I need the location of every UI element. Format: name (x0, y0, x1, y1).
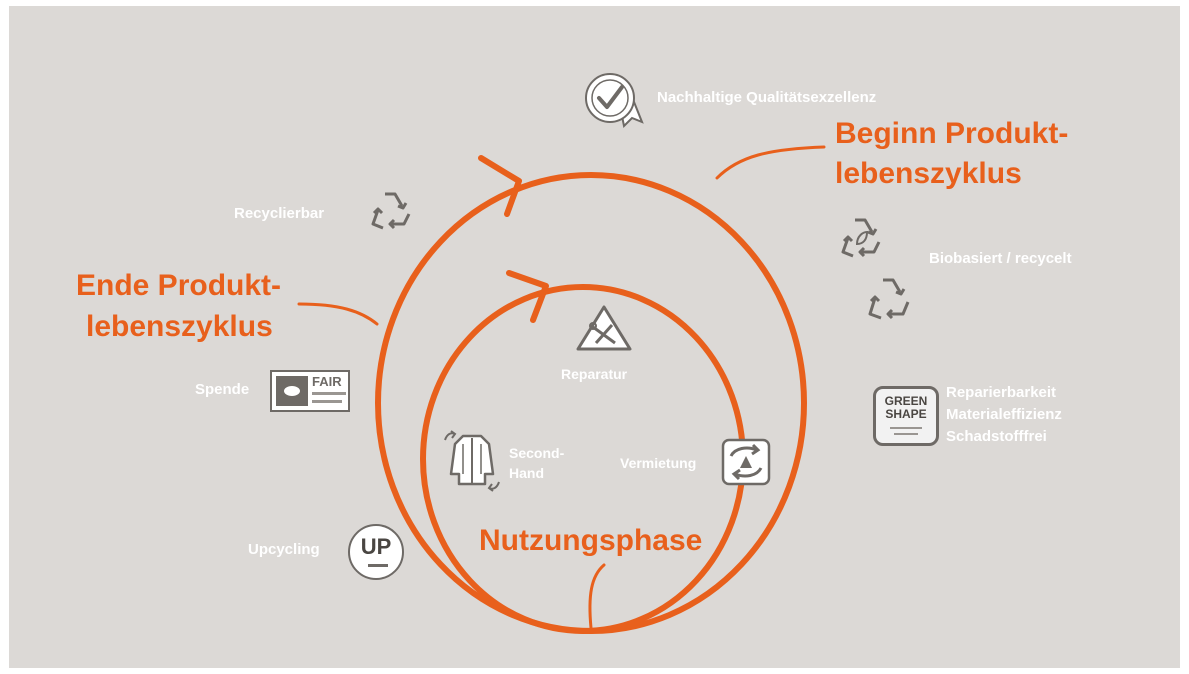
beginn-heading-line2: lebenszyklus (835, 157, 1022, 190)
quality-label: Nachhaltige Qualitätsexzellenz (657, 89, 877, 106)
ende-heading-line1: Ende Produkt- (76, 269, 282, 302)
leaf-recycle-icon (841, 218, 881, 258)
repair-tools-icon (576, 305, 632, 351)
outer-lifecycle-loop (375, 172, 807, 634)
upcycling-logo: UP (348, 524, 404, 580)
upcycling-logo-text: UP (360, 534, 392, 559)
recyclable-label: Recyclierbar (234, 205, 325, 222)
green-shape-label-2: Materialeffizienz (946, 406, 1062, 423)
beginn-connector-line (715, 145, 826, 180)
rental-label: Vermietung (620, 455, 697, 471)
green-shape-badge: GREEN SHAPE (873, 386, 939, 446)
fair-wear-text: FAIR (312, 374, 342, 389)
green-shape-label-1: Reparierbarkeit (946, 384, 1057, 401)
recycle-icon (371, 192, 411, 230)
green-shape-label-3: Schadstofffrei (946, 428, 1047, 445)
outer-loop-arrowhead (478, 155, 522, 217)
fair-wear-logo: FAIR (270, 370, 350, 412)
upcycling-label: Upcycling (248, 541, 320, 558)
beginn-heading-line1: Beginn Produkt- (835, 117, 1069, 150)
award-ribbon-icon (585, 73, 644, 129)
diagram-canvas: Beginn Produkt- lebenszyklus Ende Produk… (9, 6, 1180, 668)
rental-exchange-icon (721, 438, 771, 486)
repair-label: Reparatur (561, 366, 628, 382)
ende-connector-line (297, 302, 379, 326)
jacket-exchange-icon (444, 430, 500, 492)
recycle-icon (868, 278, 910, 320)
nutzungsphase-connector-line (588, 563, 606, 630)
donation-label: Spende (195, 381, 250, 398)
second-hand-label-line1: Second- (509, 445, 565, 461)
biobased-label: Biobasiert / recycelt (929, 250, 1072, 267)
inner-loop-arrowhead (506, 270, 549, 323)
second-hand-label-line2: Hand (509, 465, 544, 481)
green-shape-text-1: GREEN (884, 394, 928, 408)
nutzungsphase-heading: Nutzungsphase (479, 524, 703, 557)
green-shape-text-2: SHAPE (885, 407, 927, 421)
ende-heading-line2: lebenszyklus (86, 310, 273, 343)
